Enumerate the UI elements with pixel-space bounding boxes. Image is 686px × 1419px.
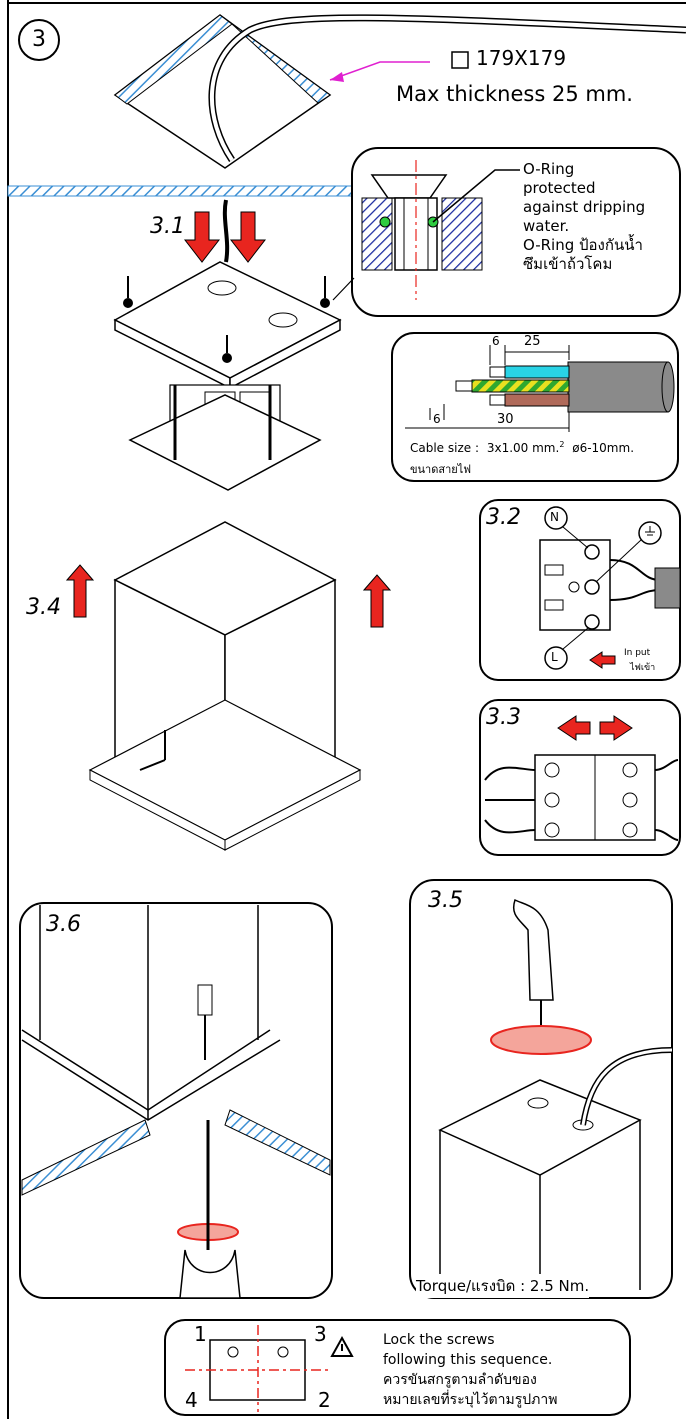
wire-live bbox=[504, 393, 570, 407]
input-label-th: ไฟเข้า bbox=[630, 663, 656, 673]
cable-dim-25: 25 bbox=[524, 334, 541, 349]
live-label: L bbox=[551, 650, 558, 664]
step-label-33: 3.3 bbox=[486, 705, 521, 730]
step-label-32: 3.2 bbox=[486, 505, 521, 530]
cable-dim-30: 30 bbox=[497, 412, 514, 427]
step-35-box bbox=[409, 879, 673, 1299]
step-label-34: 3.4 bbox=[26, 595, 61, 620]
torque-label: Torque/แรงบิด : 2.5 Nm. bbox=[416, 1274, 590, 1298]
thickness-note: Max thickness 25 mm. bbox=[396, 82, 633, 106]
sequence-line-3: ควรขันสกรูตามลำดับของ bbox=[383, 1372, 537, 1388]
neutral-label: N bbox=[550, 510, 559, 524]
arrow-push-left bbox=[599, 715, 633, 741]
arrow-down-right bbox=[229, 211, 267, 263]
assembly-top bbox=[113, 199, 342, 491]
hole-size: 179X179 bbox=[476, 46, 567, 70]
arrow-up-right bbox=[362, 574, 392, 628]
cable-diameter: ø6-10mm. bbox=[572, 441, 635, 455]
oring-line-1: O-Ring bbox=[523, 160, 575, 178]
sequence-num-1: 1 bbox=[194, 1322, 207, 1346]
input-arrow bbox=[589, 651, 616, 669]
sequence-text: Lock the screws following this sequence.… bbox=[383, 1330, 557, 1410]
cable-dim-6-top: 6 bbox=[492, 334, 500, 348]
arrow-push-right bbox=[557, 715, 591, 741]
cable-size-sup: 2 bbox=[559, 440, 565, 449]
step-number: 3 bbox=[32, 27, 46, 52]
terminal-box bbox=[479, 499, 681, 681]
cable-size-label: Cable size : bbox=[410, 441, 480, 455]
connector-box bbox=[479, 699, 681, 856]
sequence-num-4: 4 bbox=[185, 1388, 198, 1412]
oring-line-3: against dripping bbox=[523, 198, 646, 216]
oring-left bbox=[379, 216, 391, 228]
sequence-box bbox=[164, 1319, 631, 1416]
sequence-line-1: Lock the screws bbox=[383, 1332, 495, 1348]
sequence-num-2: 2 bbox=[318, 1388, 331, 1412]
input-label-en: In put bbox=[624, 648, 651, 658]
oring-line-2: protected bbox=[523, 179, 596, 197]
cable-thai-label: ขนาดสายไฟ bbox=[410, 463, 472, 476]
arrow-down-left bbox=[183, 211, 221, 263]
cable-size: Cable size : 3x1.00 mm.2 ø6-10mm. bbox=[410, 440, 634, 455]
cable-strip-box bbox=[391, 332, 679, 482]
oring-text: O-Ring protected against dripping water.… bbox=[523, 160, 645, 274]
step-36-box bbox=[19, 902, 333, 1299]
sequence-num-3: 3 bbox=[314, 1322, 327, 1346]
cable-size-value: 3x1.00 mm. bbox=[486, 441, 560, 455]
sequence-line-2: following this sequence. bbox=[383, 1352, 553, 1368]
step-label-31: 3.1 bbox=[150, 214, 185, 239]
sheet-frame bbox=[7, 0, 686, 1419]
enclosure-figure bbox=[65, 521, 392, 851]
ceiling-line bbox=[7, 185, 355, 197]
step-number-circle bbox=[18, 19, 60, 61]
ceiling-hole-figure bbox=[113, 14, 686, 169]
oring-line-6: ซึมเข้าถ้วโคม bbox=[523, 255, 613, 273]
wire-earth bbox=[471, 379, 570, 393]
arrow-up-left bbox=[65, 564, 95, 618]
cable-dim-6-bottom: 6 bbox=[433, 412, 441, 426]
step-label-36: 3.6 bbox=[46, 912, 81, 937]
wire-neutral bbox=[504, 365, 570, 379]
oring-line-5: O-Ring ป้องกันน้ำ bbox=[523, 236, 643, 254]
oring-callout bbox=[332, 147, 681, 317]
sequence-line-4: หมายเลขที่ระบุไว้ตามรูปภาพ bbox=[383, 1392, 558, 1408]
step-label-35: 3.5 bbox=[428, 888, 463, 913]
square-symbol bbox=[451, 51, 469, 69]
oring-line-4: water. bbox=[523, 217, 570, 235]
